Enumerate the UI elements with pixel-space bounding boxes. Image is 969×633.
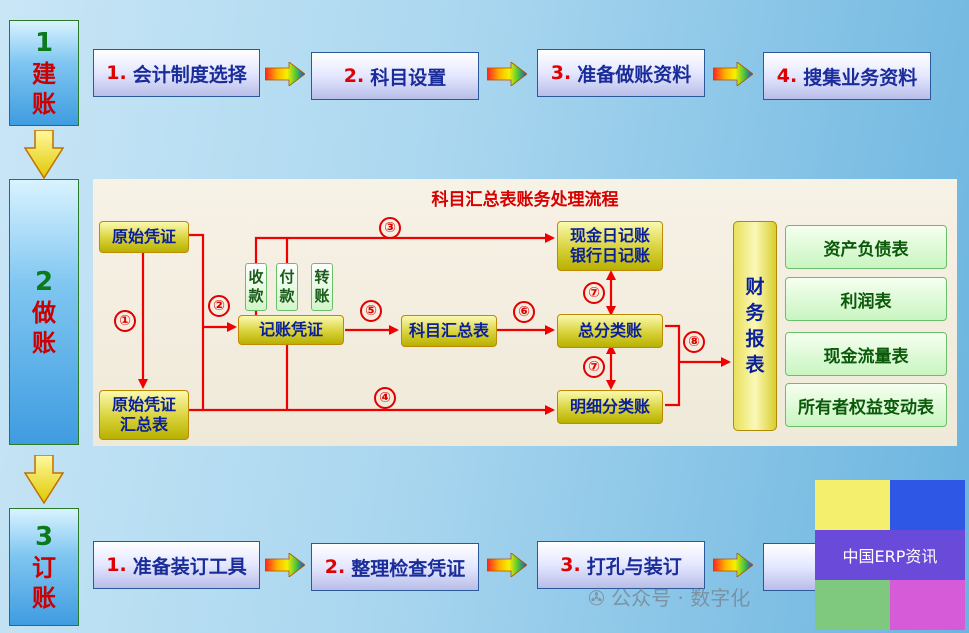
setup-step-1: 1.会计制度选择	[93, 49, 260, 97]
step-marker: ④	[374, 387, 396, 409]
stage-number: 2	[34, 267, 54, 297]
binding-step-2: 2.整理检查凭证	[311, 543, 479, 591]
account-summary-box: 科目汇总表	[401, 315, 497, 347]
char: 付	[279, 268, 295, 286]
step-number: 3.	[560, 554, 581, 576]
char: 款	[248, 287, 264, 305]
binding-step-1: 1.准备装订工具	[93, 541, 260, 589]
step-number: 2.	[343, 65, 365, 87]
stage-number: 3	[34, 522, 54, 552]
right-arrow-icon	[713, 62, 753, 86]
step-label: 科目设置	[370, 66, 447, 89]
binding-step-3: 3.打孔与装订	[537, 541, 705, 589]
journals-box: 现金日记账 银行日记账	[557, 221, 663, 271]
char: 收	[248, 268, 264, 286]
box-line: 原始凭证	[111, 395, 176, 414]
step-marker: ②	[208, 295, 230, 317]
general-ledger-box: 总分类账	[557, 314, 663, 348]
report-income: 利润表	[785, 277, 947, 321]
badge-quadrant	[815, 480, 890, 530]
voucher-type-transfer: 转账	[311, 263, 333, 311]
step-number: 3.	[550, 62, 572, 84]
stage-char: 建	[32, 60, 56, 88]
stage-setup: 1 建 账	[9, 20, 79, 126]
badge-quadrant	[890, 480, 965, 530]
flow-panel: 科目汇总表账务处理流程	[93, 179, 957, 446]
setup-step-2: 2.科目设置	[311, 52, 479, 100]
stage-char: 账	[32, 90, 56, 118]
box-line: 现金日记账	[569, 226, 650, 245]
voucher-type-receipt: 收款	[245, 263, 267, 311]
step-number: 1.	[106, 62, 127, 84]
accounting-voucher-box: 记账凭证	[238, 315, 344, 345]
right-arrow-icon	[265, 62, 305, 86]
step-marker: ⑦	[583, 356, 605, 378]
char: 报	[745, 328, 765, 350]
step-marker: ①	[114, 310, 136, 332]
char: 转	[314, 268, 330, 286]
report-balance-sheet: 资产负债表	[785, 225, 947, 269]
stage-char: 账	[32, 329, 56, 357]
detail-ledger-box: 明细分类账	[557, 390, 663, 424]
brand-badge: 中国ERP资讯	[815, 480, 965, 630]
watermark: ✇ 公众号 · 数字化	[588, 582, 750, 611]
original-summary-box: 原始凭证 汇总表	[99, 390, 189, 440]
step-number: 1.	[106, 554, 127, 576]
char: 财	[745, 276, 765, 298]
right-arrow-icon	[487, 62, 527, 86]
voucher-type-payment: 付款	[276, 263, 298, 311]
box-line: 银行日记账	[569, 246, 650, 265]
wechat-icon: ✇	[588, 586, 605, 610]
badge-label: 中国ERP资讯	[815, 530, 965, 580]
down-arrow-icon	[24, 130, 64, 180]
step-label: 准备做账资料	[577, 63, 692, 86]
char: 务	[745, 302, 765, 324]
step-marker: ⑥	[513, 301, 535, 323]
char: 表	[745, 354, 765, 376]
watermark-text: 公众号 · 数字化	[611, 586, 751, 610]
char: 款	[279, 287, 295, 305]
stage-char: 订	[32, 554, 56, 582]
step-marker: ⑤	[360, 300, 382, 322]
stage-binding: 3 订 账	[9, 508, 79, 626]
stage-char: 账	[32, 584, 56, 612]
right-arrow-icon	[265, 553, 305, 577]
step-marker: ⑧	[683, 331, 705, 353]
setup-step-4: 4.搜集业务资料	[763, 52, 931, 100]
original-voucher-box: 原始凭证	[99, 221, 189, 253]
right-arrow-icon	[713, 553, 753, 577]
char: 账	[314, 287, 330, 305]
stage-char: 做	[32, 299, 56, 327]
step-label: 搜集业务资料	[803, 66, 918, 89]
box-line: 汇总表	[119, 415, 168, 434]
flow-connectors	[138, 233, 731, 415]
step-marker: ③	[379, 217, 401, 239]
flow-title: 科目汇总表账务处理流程	[431, 190, 619, 210]
step-number: 4.	[776, 65, 798, 87]
badge-quadrant	[890, 580, 965, 630]
report-equity-changes: 所有者权益变动表	[785, 383, 947, 427]
step-label: 打孔与装订	[586, 555, 682, 578]
down-arrow-icon	[24, 455, 64, 505]
step-marker: ⑦	[583, 282, 605, 304]
step-label: 准备装订工具	[132, 555, 247, 578]
badge-quadrant	[815, 580, 890, 630]
stage-number: 1	[34, 28, 54, 58]
step-label: 整理检查凭证	[351, 557, 466, 580]
step-number: 2.	[324, 556, 346, 578]
step-label: 会计制度选择	[132, 63, 247, 86]
report-cash-flow: 现金流量表	[785, 332, 947, 376]
setup-step-3: 3.准备做账资料	[537, 49, 705, 97]
right-arrow-icon	[487, 553, 527, 577]
stage-bookkeeping: 2 做 账	[9, 179, 79, 445]
financial-statements-box: 财 务 报 表	[733, 221, 777, 431]
